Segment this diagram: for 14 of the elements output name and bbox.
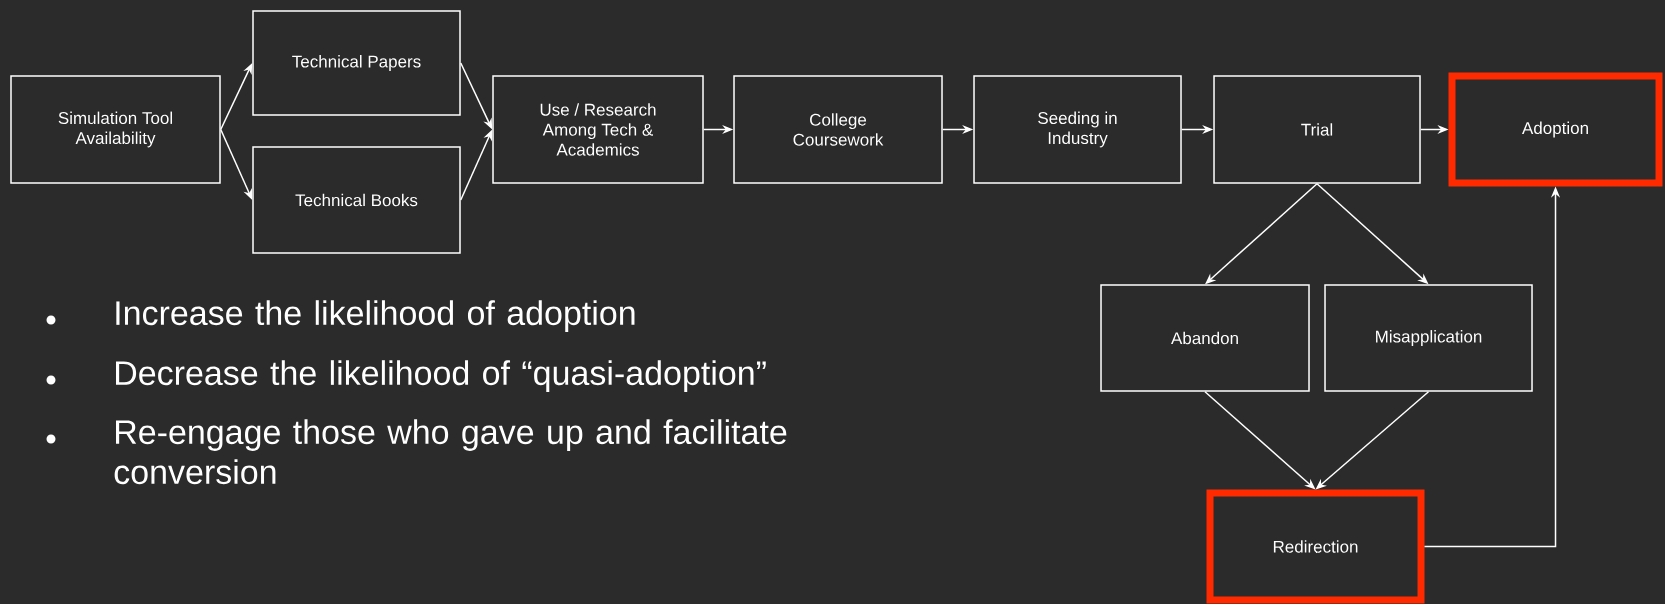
step-box: Abandon <box>1100 284 1310 392</box>
step-box: Technical Papers <box>252 10 461 116</box>
step-box: College Coursework <box>733 75 943 184</box>
step-box: Trial <box>1213 75 1421 184</box>
bullet-text: Re-engage those who gave up and facilitate conversion <box>114 419 787 485</box>
step-box: Misapplication <box>1324 284 1533 392</box>
bullet-text: Increase the likelihood of adoption <box>116 300 635 332</box>
step-box: Use / Research Among Tech & Academics <box>492 75 704 184</box>
step-box: Seeding in Industry <box>973 75 1182 184</box>
bullet-text: Decrease the likelihood of “quasi-adoption” <box>116 360 766 392</box>
highlighted-step-box: Redirection <box>1206 489 1425 604</box>
step-box: Simulation Tool Availability <box>10 75 221 184</box>
step-box: Technical Books <box>252 146 461 254</box>
highlighted-step-box: Adoption <box>1448 72 1663 187</box>
